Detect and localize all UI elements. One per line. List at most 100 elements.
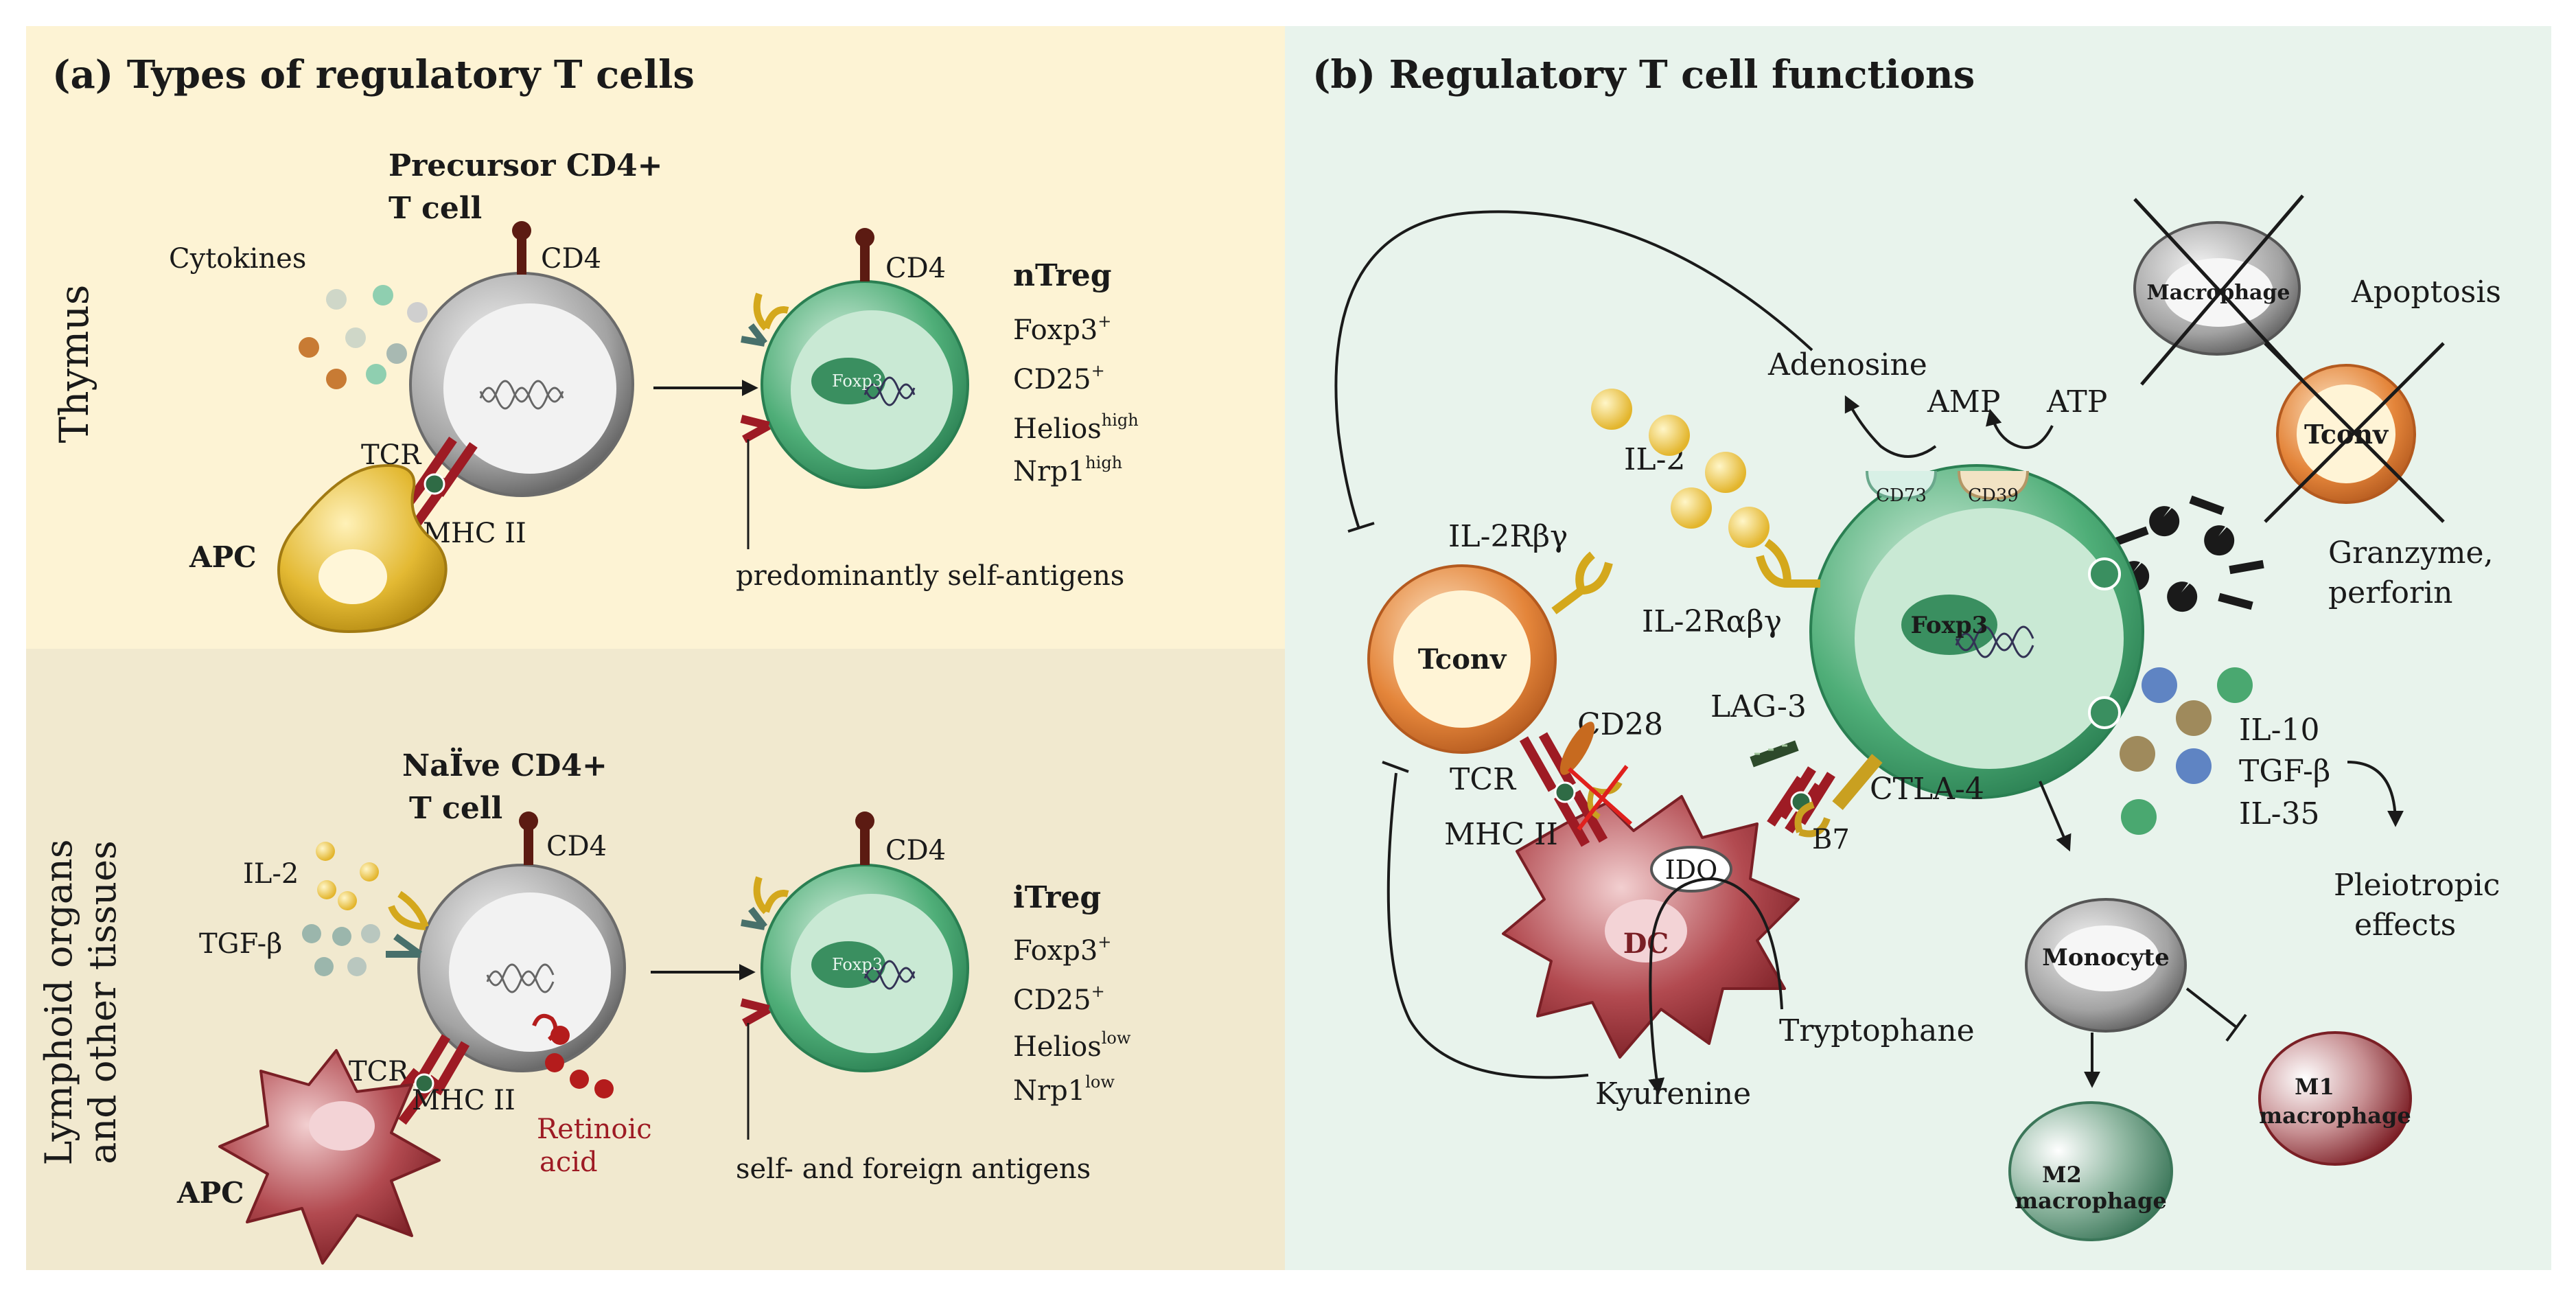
m2-macrophage-cell [2008, 1101, 2173, 1241]
il2-label-periphery: IL-2 [243, 858, 299, 890]
kyurenine-inhibition-line [1386, 772, 1589, 1079]
periphery-panel-background [26, 649, 1285, 1270]
m2-label-line-1: M2 [2042, 1162, 2082, 1188]
cd73-label: CD73 [1876, 485, 1927, 506]
precursor-title-line-1: Precursor CD4+ [388, 148, 663, 183]
b7-ligand [1794, 801, 1831, 838]
svg-text:Nrp1high: Nrp1high [1013, 453, 1122, 487]
adenosine-inhibition-bar [1347, 522, 1375, 533]
cd4-receptor-right-thymus [855, 228, 874, 281]
periphery-side-label-line-2: and other tissues [81, 840, 124, 1164]
adenosine-inhibition-line [1334, 210, 1813, 529]
kyurenine-inhibition-bar [1382, 761, 1409, 773]
thymus-side-label: Thymus [51, 285, 97, 444]
m1-label-line-2: macrophage [2259, 1103, 2411, 1129]
atp-label: ATP [2046, 384, 2107, 419]
m1-label-line-1: M1 [2295, 1074, 2334, 1100]
foxp3-label-central: Foxp3 [1911, 612, 1988, 639]
apoptotic-tconv [2264, 342, 2445, 523]
cd4-receptor-left [512, 221, 531, 275]
cd73-enzyme [1866, 470, 1937, 500]
tconv-cell [1367, 564, 1557, 754]
svg-text:Foxp3+: Foxp3+ [1013, 932, 1111, 967]
cd4-label-thymus-left: CD4 [541, 243, 601, 275]
cd39-enzyme [1958, 470, 2029, 500]
ctla4-receptor [1832, 754, 1883, 810]
tgfb-label-b: TGF-β [2239, 754, 2330, 789]
suppressive-cytokine-dots [2120, 667, 2253, 835]
retinoic-label-line-1: Retinoic [537, 1114, 652, 1145]
lag3-label: LAG-3 [1710, 689, 1807, 724]
dc-label: DC [1623, 928, 1669, 960]
treg-to-monocyte-arrow [2039, 781, 2072, 852]
granzyme-label-line-2: perforin [2328, 575, 2452, 610]
ctla4-label: CTLA-4 [1870, 772, 1984, 807]
retinoic-acid-dots [532, 1013, 614, 1098]
panel-a-title: (a) Types of regulatory T cells [52, 52, 695, 97]
tgfb-dots-periphery [302, 924, 380, 976]
cd4-receptor-periphery-left [519, 811, 538, 865]
apc-cell-thymus [277, 464, 448, 634]
svg-text:Helioslow: Helioslow [1013, 1028, 1131, 1063]
amp-to-adenosine-arrow [1844, 395, 1937, 458]
tryptophane-conversion-arrow [1648, 877, 1783, 1095]
itreg-markers: Foxp3+ CD25+ Helioslow Nrp1low [1013, 932, 1131, 1107]
il2rbg-receptor [1551, 551, 1613, 614]
periphery-side-label-line-1: Lymphoid organs [37, 839, 80, 1165]
ntreg-name: nTreg [1013, 258, 1111, 293]
apc-label-periphery: APC [176, 1176, 244, 1210]
pleiotropic-label-line-1: Pleiotropic [2334, 868, 2500, 903]
naive-title-line-2: T cell [409, 791, 502, 826]
dead-tconv-label: Tconv [2304, 419, 2389, 450]
il2-receptor-periphery [388, 890, 429, 930]
cd4-receptor-right-periphery [855, 811, 874, 865]
tgfb-label-periphery: TGF-β [199, 928, 282, 960]
foxp3-label-ntreg: Foxp3 [832, 371, 883, 391]
mhc-label-b: MHC II [1444, 817, 1558, 852]
apoptotic-macrophage [2133, 194, 2308, 386]
svg-text:CD25+: CD25+ [1013, 982, 1105, 1016]
m1-inhibition-bar [2225, 1013, 2247, 1042]
svg-text:Nrp1low: Nrp1low [1013, 1072, 1115, 1107]
apoptosis-label: Apoptosis [2351, 275, 2501, 310]
tcr-label-b: TCR [1450, 762, 1517, 797]
dead-macrophage-label: Macrophage [2146, 281, 2290, 305]
il2rbg-label: IL-2Rβγ [1448, 519, 1568, 554]
apc-label-thymus: APC [189, 540, 257, 574]
ido-label: IDO [1665, 855, 1718, 885]
cytokine-dots [299, 285, 428, 389]
central-treg-cell [1809, 464, 2144, 799]
il35-label: IL-35 [2239, 796, 2319, 831]
granzyme-label-line-1: Granzyme, [2328, 535, 2494, 571]
tconv-label: Tconv [1418, 643, 1507, 676]
ntreg-markers: Foxp3+ CD25+ Helioshigh Nrp1high [1013, 312, 1139, 487]
apc-cell-periphery [218, 1049, 441, 1265]
svg-text:Foxp3+: Foxp3+ [1013, 312, 1111, 346]
itreg-surface-receptors [740, 876, 789, 1027]
il2-dots-b [1591, 389, 1769, 548]
amp-label: AMP [1927, 384, 2000, 419]
kyurenine-label: Kyurenine [1595, 1076, 1751, 1112]
itreg-cell [761, 864, 969, 1072]
il2-dots-periphery [316, 842, 379, 910]
adenosine-label: Adenosine [1767, 347, 1927, 382]
svg-text:Helioshigh: Helioshigh [1013, 411, 1139, 445]
ntreg-surface-receptors [740, 292, 789, 444]
atp-to-amp-arrow [1986, 408, 2054, 449]
retinoic-label-line-2: acid [539, 1147, 598, 1178]
thymus-panel-background [26, 26, 1285, 649]
precursor-cd4-cell [409, 272, 634, 497]
pleiotropic-label-line-2: effects [2354, 908, 2456, 943]
antigens-label-thymus: predominantly self-antigens [736, 560, 1124, 592]
cd4-label-periphery-right: CD4 [885, 835, 946, 866]
panel-b-title: (b) Regulatory T cell functions [1312, 52, 1975, 97]
cd4-label-periphery-left: CD4 [546, 831, 607, 862]
tcr-label-periphery: TCR [349, 1056, 410, 1087]
treg-tcr-mhc-complex [1767, 766, 1835, 833]
antigens-label-periphery: self- and foreign antigens [736, 1153, 1091, 1185]
tgfb-receptor-periphery [386, 933, 422, 958]
il2rabg-receptor [1756, 539, 1820, 588]
naive-cd4-cell [417, 864, 626, 1072]
mhc-label-periphery: MHC II [412, 1085, 515, 1116]
il2rabg-label: IL-2Rαβγ [1642, 604, 1782, 639]
